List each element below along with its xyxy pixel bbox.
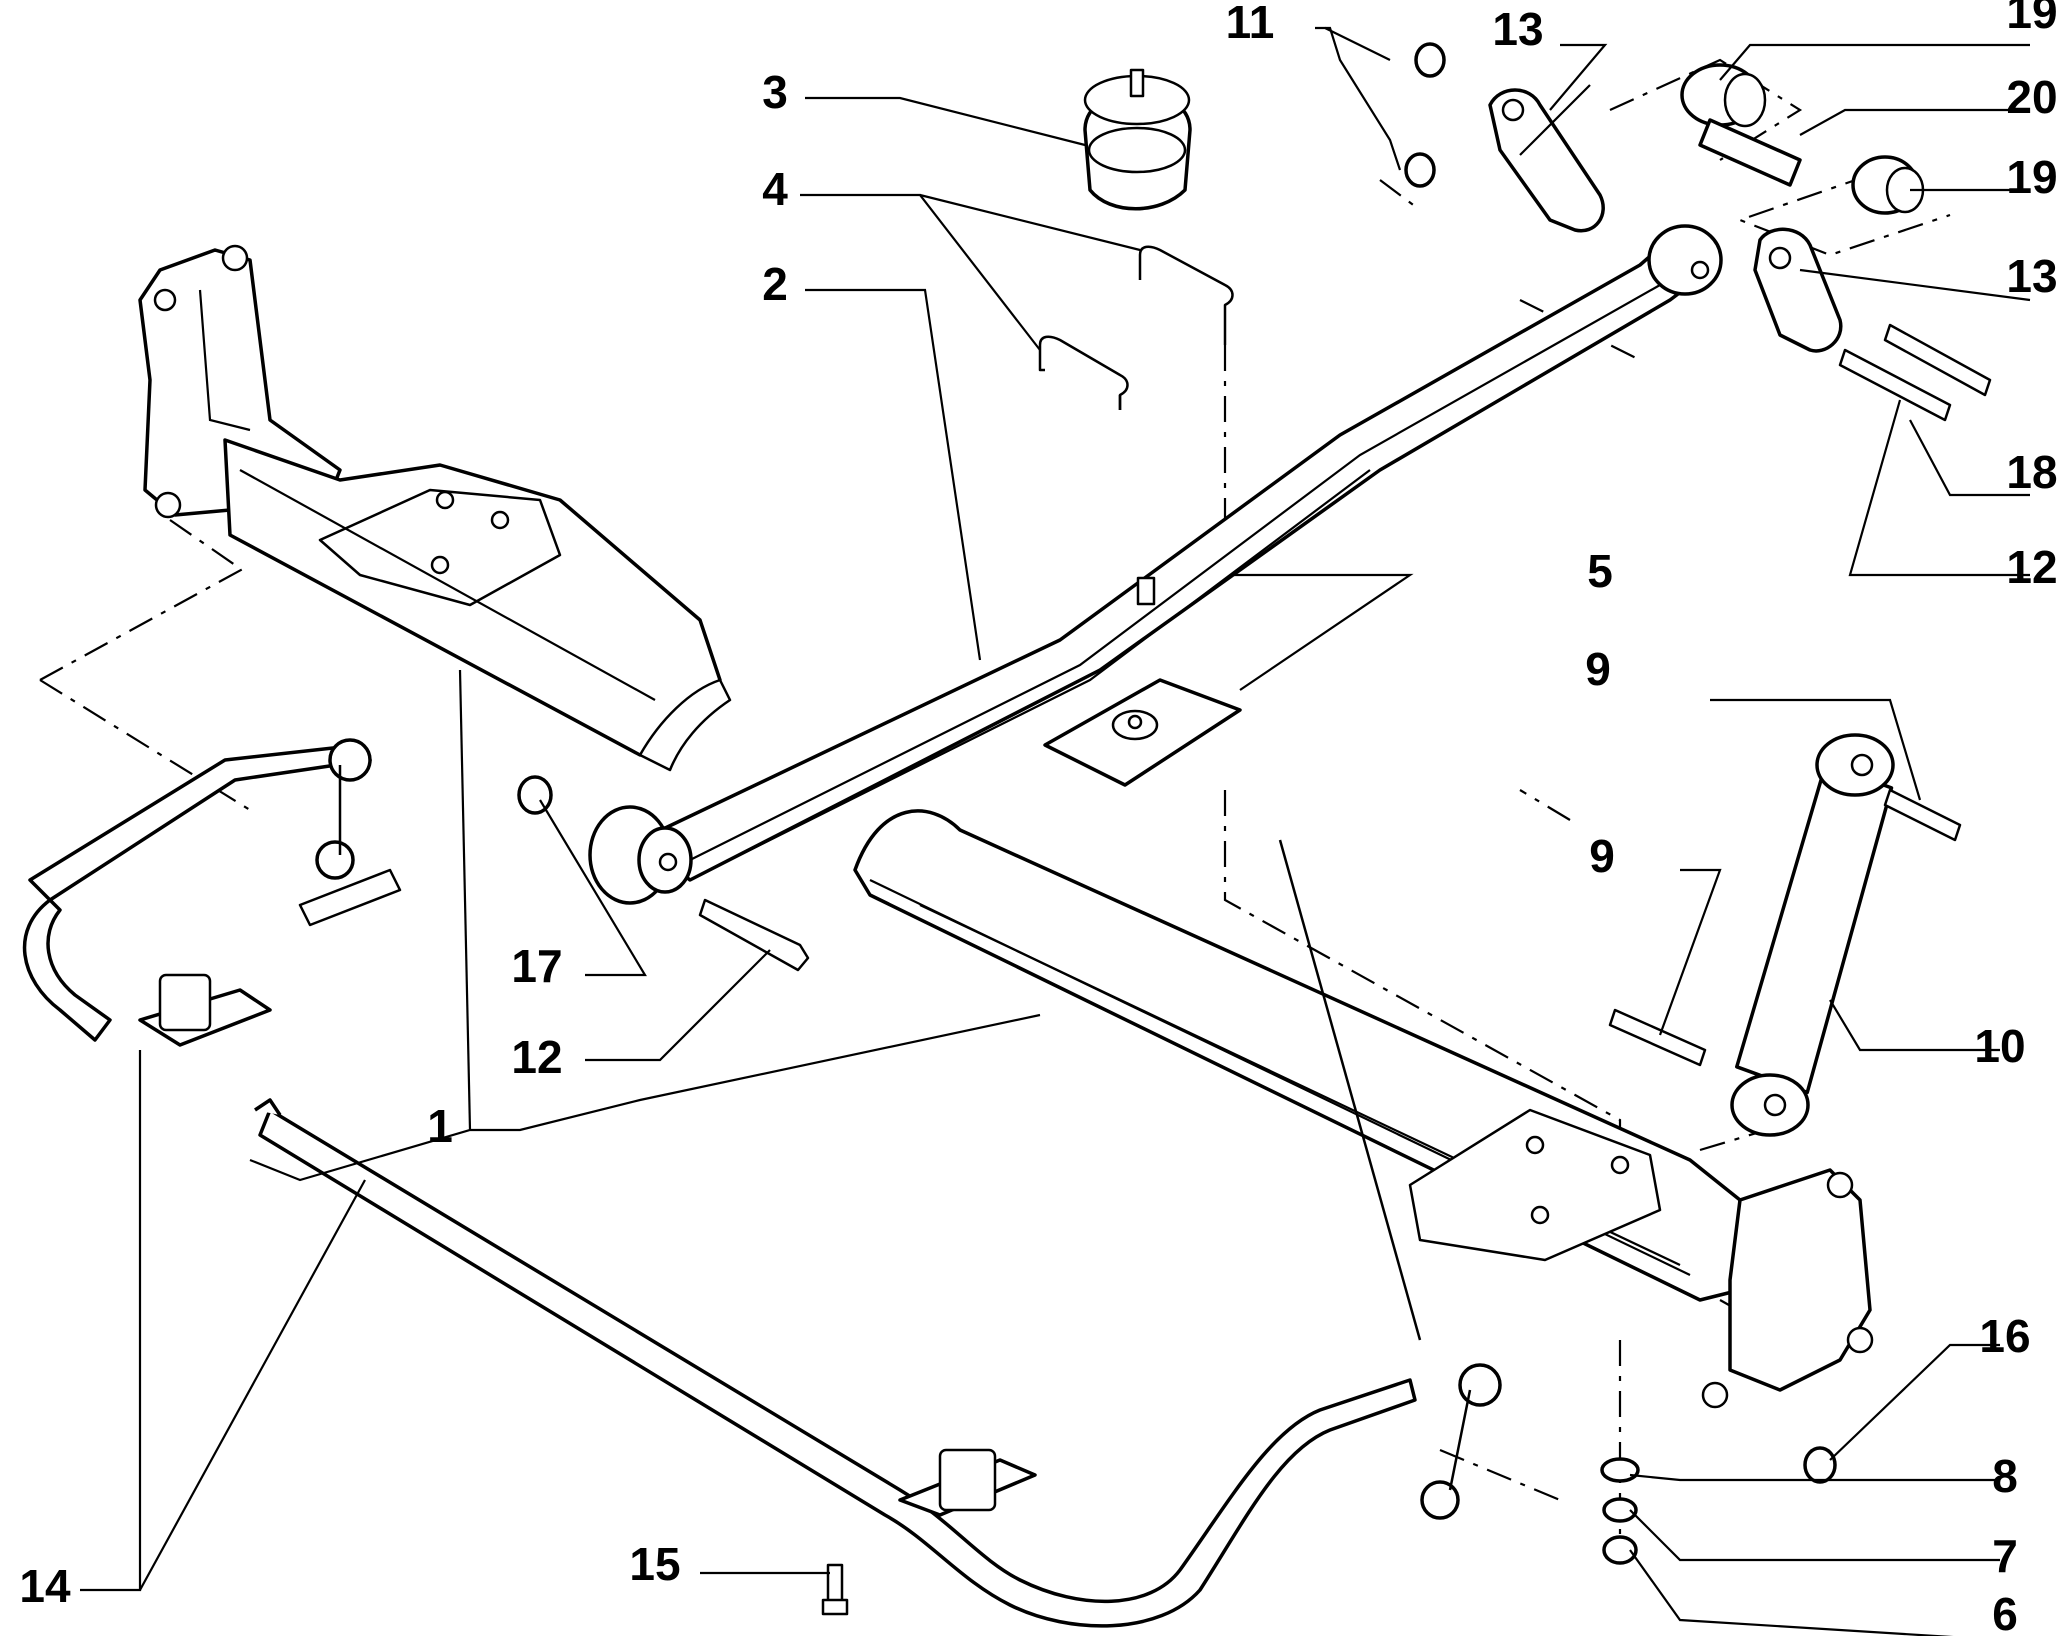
- callout-labels: 1 2 3 4 5 6 7 8 9 9 10 11 12 12 13 13 14…: [19, 0, 2057, 1640]
- leader-lines: [80, 26, 2031, 1641]
- shock-absorber: [1730, 733, 1895, 1137]
- callout-15: 15: [629, 1538, 680, 1590]
- callout-4: 4: [762, 163, 788, 215]
- callout-17: 17: [511, 940, 562, 992]
- callout-20: 20: [2006, 71, 2057, 123]
- callout-6: 6: [1992, 1588, 2018, 1636]
- callout-13b: 13: [2006, 250, 2057, 302]
- callout-12b: 12: [2006, 541, 2057, 593]
- callout-8: 8: [1992, 1450, 2018, 1502]
- callout-10: 10: [1974, 1020, 2025, 1072]
- axle-left-section: [223, 438, 732, 772]
- spring-plate: [1043, 678, 1242, 787]
- callout-18: 18: [2006, 446, 2057, 498]
- u-bolts: [1038, 245, 1234, 410]
- shackle-assembly: [1488, 63, 1925, 353]
- hardware-parts: [517, 42, 1992, 1616]
- callout-12a: 12: [511, 1031, 562, 1083]
- bump-stop: [1083, 68, 1192, 211]
- callout-14: 14: [19, 1560, 71, 1612]
- callout-7: 7: [1992, 1530, 2018, 1582]
- callout-19a: 19: [2006, 0, 2057, 38]
- callout-11: 11: [1226, 0, 1275, 48]
- callout-2: 2: [762, 258, 788, 310]
- stabilizer-bar: [22, 738, 1502, 1628]
- callout-3: 3: [762, 66, 788, 118]
- axle-right-section: [853, 809, 1874, 1409]
- callout-19b: 19: [2006, 151, 2057, 203]
- callout-13a: 13: [1492, 3, 1543, 55]
- callout-9b: 9: [1589, 830, 1615, 882]
- callout-1: 1: [427, 1100, 453, 1152]
- callout-5: 5: [1587, 545, 1613, 597]
- leaf-spring: [588, 224, 1723, 905]
- callout-9a: 9: [1585, 643, 1611, 695]
- callout-16: 16: [1979, 1310, 2030, 1362]
